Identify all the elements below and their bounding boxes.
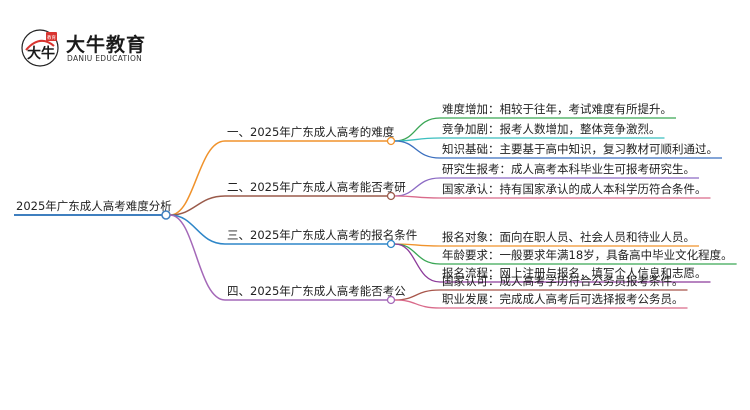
branch-node-dot — [386, 136, 396, 146]
branch-node-label: 四、2025年广东成人高考能否考公 — [227, 284, 406, 298]
leaf-connector — [394, 243, 441, 265]
leaf-connector — [394, 140, 441, 159]
leaf-node-label: 难度增加：相较于往年，考试难度有所提升。 — [442, 102, 672, 116]
branch-node-label: 二、2025年广东成人高考能否考研 — [227, 180, 406, 194]
root-node-dot — [161, 210, 171, 220]
leaf-node-label: 竞争加剧：报考人数增加，整体竞争激烈。 — [442, 122, 661, 136]
brand-logo: 大牛 教育 大牛教育 DANIU EDUCATION — [20, 28, 180, 68]
branch-node-label: 一、2025年广东成人高考的难度 — [227, 125, 395, 139]
leaf-node-label: 年龄要求：一般要求年满18岁，具备高中毕业文化程度。 — [442, 248, 733, 262]
branch-node-label: 三、2025年广东成人高考的报名条件 — [227, 228, 417, 242]
leaf-connector — [394, 299, 441, 309]
branch-connector — [169, 214, 226, 301]
daniu-logo-icon: 大牛 教育 — [21, 29, 59, 67]
leaf-node-label: 报名对象：面向在职人员、社会人员和待业人员。 — [442, 230, 695, 244]
leaf-node-label: 报名流程：网上注册与报名，填写个人信息和志愿。 — [442, 266, 707, 280]
leaf-node-label: 国家认可：成人高考学历符合公务员报考条件。 — [442, 274, 684, 288]
root-node-label: 2025年广东成人高考难度分析 — [16, 199, 172, 213]
branch-node-dot — [386, 191, 396, 201]
branch-node-dot — [386, 295, 396, 305]
brand-name: 大牛教育 — [66, 34, 147, 56]
leaf-connector — [394, 243, 441, 283]
logo-mark-text: 大牛 — [27, 45, 55, 62]
branch-node-dot — [386, 239, 396, 249]
leaf-node-label: 国家承认：持有国家承认的成人本科学历符合条件。 — [442, 182, 707, 196]
leaf-node-label: 研究生报考：成人高考本科毕业生可报考研究生。 — [442, 162, 695, 176]
branch-connector — [169, 195, 226, 216]
branch-connector — [169, 214, 226, 245]
logo-seal-text: 教育 — [47, 34, 56, 41]
leaf-connector — [394, 195, 441, 199]
branch-connector — [169, 140, 226, 216]
leaf-node-label: 职业发展：完成成人高考后可选择报考公务员。 — [442, 292, 684, 306]
leaf-node-label: 知识基础：主要基于高中知识，复习教材可顺利通过。 — [442, 142, 718, 156]
brand-name-en: DANIU EDUCATION — [67, 54, 143, 63]
